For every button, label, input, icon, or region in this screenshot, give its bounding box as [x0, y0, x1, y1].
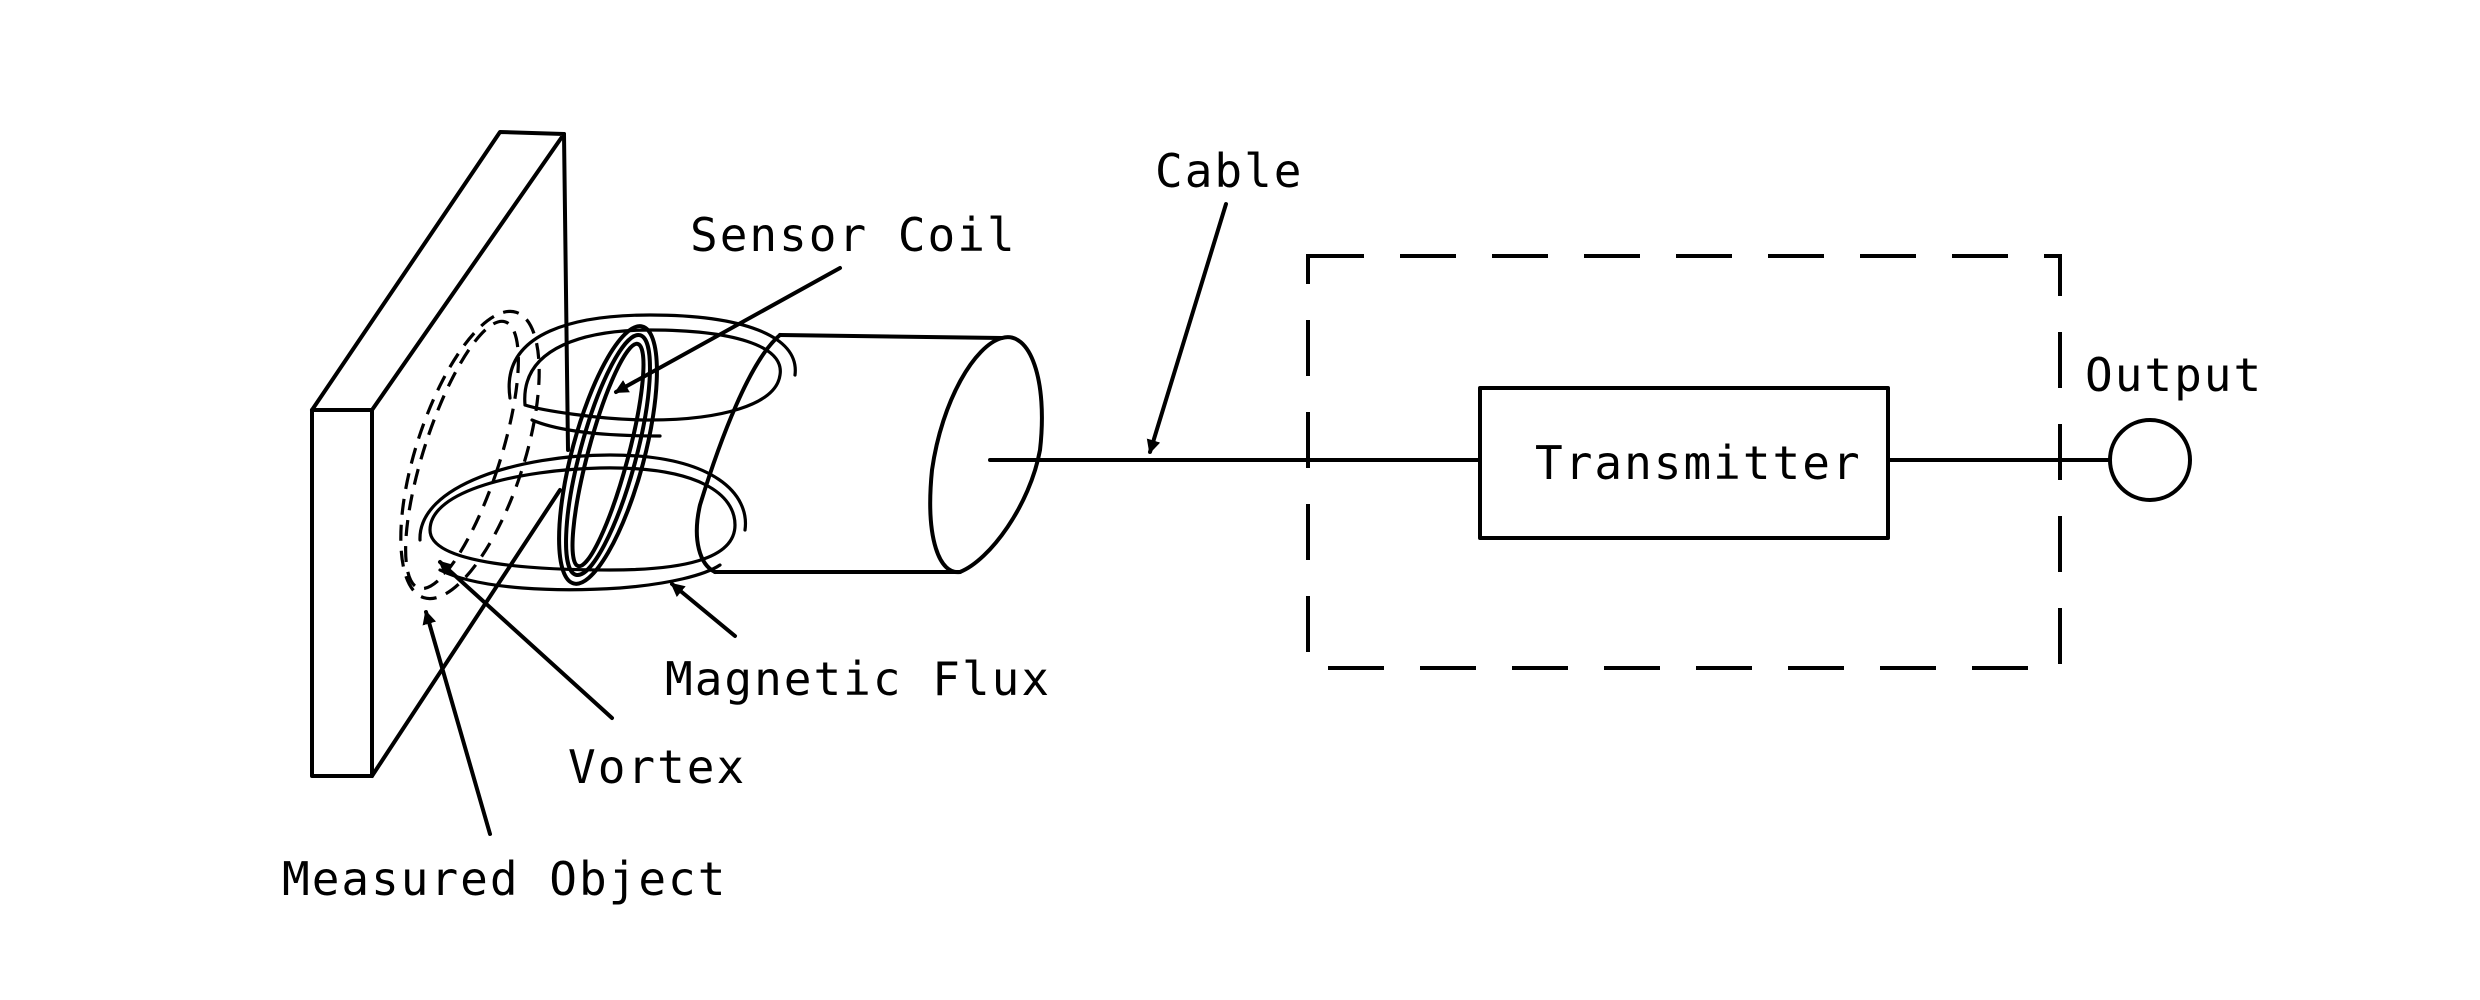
- cable-leader: [1146, 202, 1228, 454]
- vortex-label: Vortex: [568, 740, 747, 794]
- cable-label: Cable: [1155, 144, 1304, 198]
- sensor-coil-leader: [614, 266, 842, 394]
- magnetic-flux-label: Magnetic Flux: [665, 652, 1052, 706]
- vortex-loops: [399, 309, 541, 601]
- output-label: Output: [2085, 348, 2264, 402]
- measured-object-leader: [422, 610, 492, 836]
- measured-object-plate: [310, 130, 570, 778]
- output-terminal: [2108, 418, 2192, 502]
- sensor-coil-loops: [557, 324, 659, 586]
- vortex-leader: [438, 560, 614, 720]
- transmitter-box: [1478, 386, 1890, 540]
- magnetic-flux-leader: [670, 582, 737, 638]
- transmitter-label: Transmitter: [1535, 436, 1862, 490]
- probe-body: [694, 333, 1044, 575]
- measured-object-label: Measured Object: [282, 852, 728, 906]
- magnetic-flux-loops: [418, 313, 797, 592]
- sensor-coil-label: Sensor Coil: [690, 208, 1017, 262]
